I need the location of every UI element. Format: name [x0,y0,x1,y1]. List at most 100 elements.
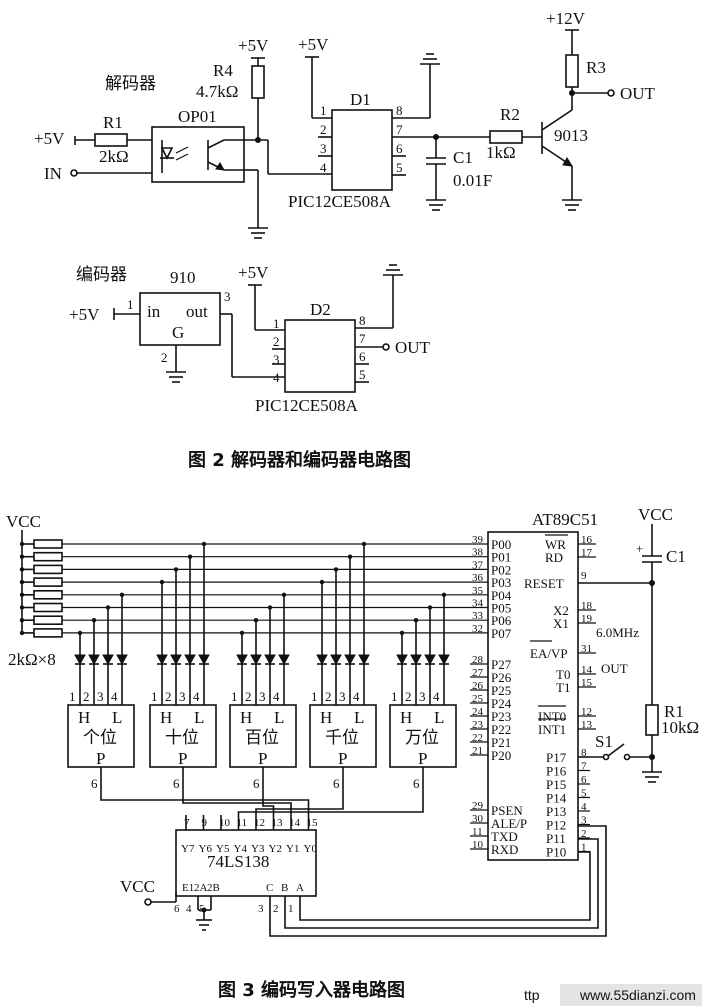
svg-text:3: 3 [97,689,104,704]
svg-text:2: 2 [320,122,327,137]
svg-text:1: 1 [127,297,134,312]
diode-icon [116,654,128,666]
r1-value-f3: 10kΩ [661,718,699,737]
svg-text:RD: RD [545,550,563,565]
svg-text:P11: P11 [546,831,566,846]
d1-supply-label: +5V [298,35,329,54]
digit-switch-box [229,704,297,768]
svg-text:8: 8 [359,313,366,328]
svg-text:L: L [354,708,364,727]
svg-text:1: 1 [231,689,238,704]
svg-text:4: 4 [111,689,118,704]
svg-text:6.0MHz: 6.0MHz [596,625,639,640]
s1-label: S1 [595,732,613,751]
d1-part-label: PIC12CE508A [288,192,392,211]
svg-text:12: 12 [581,706,592,718]
svg-text:P: P [178,749,187,768]
svg-text:24: 24 [472,706,484,718]
svg-text:H: H [78,708,90,727]
digit-label: 个位 [83,728,117,747]
r1-resistor [94,133,128,147]
svg-text:35: 35 [472,585,484,597]
r2-value: 1kΩ [486,143,516,162]
svg-text:7: 7 [359,331,366,346]
diode-icon [424,654,436,666]
enc-out-terminal [382,343,390,351]
diode-icon [278,654,290,666]
watermark: ttp www.55dianzi.com [524,984,702,1006]
diode-icon [410,654,422,666]
svg-text:OUT: OUT [601,661,628,676]
r1-10k [645,704,659,736]
diode-icon [102,654,114,666]
pullup-resistor [33,564,63,575]
svg-text:X2: X2 [553,603,569,618]
transistor-label: 9013 [554,126,588,145]
r1-name: R1 [103,113,123,132]
watermark-text: www.55dianzi.com [579,987,696,1003]
svg-text:P01: P01 [491,550,511,565]
svg-text:P21: P21 [491,735,511,750]
d2-name: D2 [310,300,331,319]
svg-text:2: 2 [273,334,280,349]
figure3-caption: 图 3 编码写入器电路图 [218,979,405,1001]
res-array-label: 2kΩ×8 [8,650,56,669]
svg-text:P05: P05 [491,601,511,616]
svg-text:30: 30 [472,813,484,825]
svg-text:3: 3 [273,352,280,367]
d2-part-label: PIC12CE508A [255,396,359,415]
svg-text:P10: P10 [546,845,566,860]
svg-text:Y4: Y4 [234,843,248,855]
optocoupler-label: OP01 [178,107,217,126]
svg-text:2: 2 [245,689,252,704]
svg-text:9: 9 [202,817,208,829]
svg-text:3: 3 [179,689,186,704]
r3-name: R3 [586,58,606,77]
svg-text:Y3: Y3 [251,843,265,855]
svg-text:P02: P02 [491,562,511,577]
svg-text:X1: X1 [553,616,569,631]
diode-icon [74,654,86,666]
svg-text:P15: P15 [546,777,566,792]
svg-text:25: 25 [472,693,484,705]
svg-text:2: 2 [405,689,412,704]
out-terminal [607,89,615,97]
svg-text:5: 5 [581,788,587,800]
svg-text:2: 2 [273,903,279,915]
c1-name-f3: C1 [666,547,686,566]
svg-text:4: 4 [273,689,280,704]
diode-icon [358,654,370,666]
svg-text:P22: P22 [491,722,511,737]
svg-text:4: 4 [186,903,192,915]
svg-text:PSEN: PSEN [491,803,523,818]
digit-switch-box [309,704,377,768]
svg-text:19: 19 [581,613,593,625]
encoder-label: 编码器 [76,265,127,284]
enc-chip-box [139,292,221,346]
svg-text:1: 1 [69,689,76,704]
r4-value: 4.7kΩ [196,82,238,101]
c1-value: 0.01F [453,171,492,190]
svg-text:P12: P12 [546,818,566,833]
enc-chip-label: 910 [170,268,196,287]
r2-name: R2 [500,105,520,124]
svg-text:A: A [296,882,304,894]
svg-text:6: 6 [173,776,180,791]
diode-icon [184,654,196,666]
vcc-label: VCC [6,512,41,531]
svg-text:RESET: RESET [524,576,564,591]
svg-text:Y2: Y2 [269,843,282,855]
svg-text:36: 36 [472,572,484,584]
decoder-out-label: OUT [620,84,656,103]
svg-text:Y6: Y6 [199,843,213,855]
encoder-out-label: OUT [395,338,431,357]
in-terminal [70,169,78,177]
diode-icon [344,654,356,666]
svg-text:6: 6 [91,776,98,791]
svg-text:5: 5 [359,367,366,382]
digit-label: 千位 [325,728,359,747]
svg-text:16: 16 [581,534,593,546]
